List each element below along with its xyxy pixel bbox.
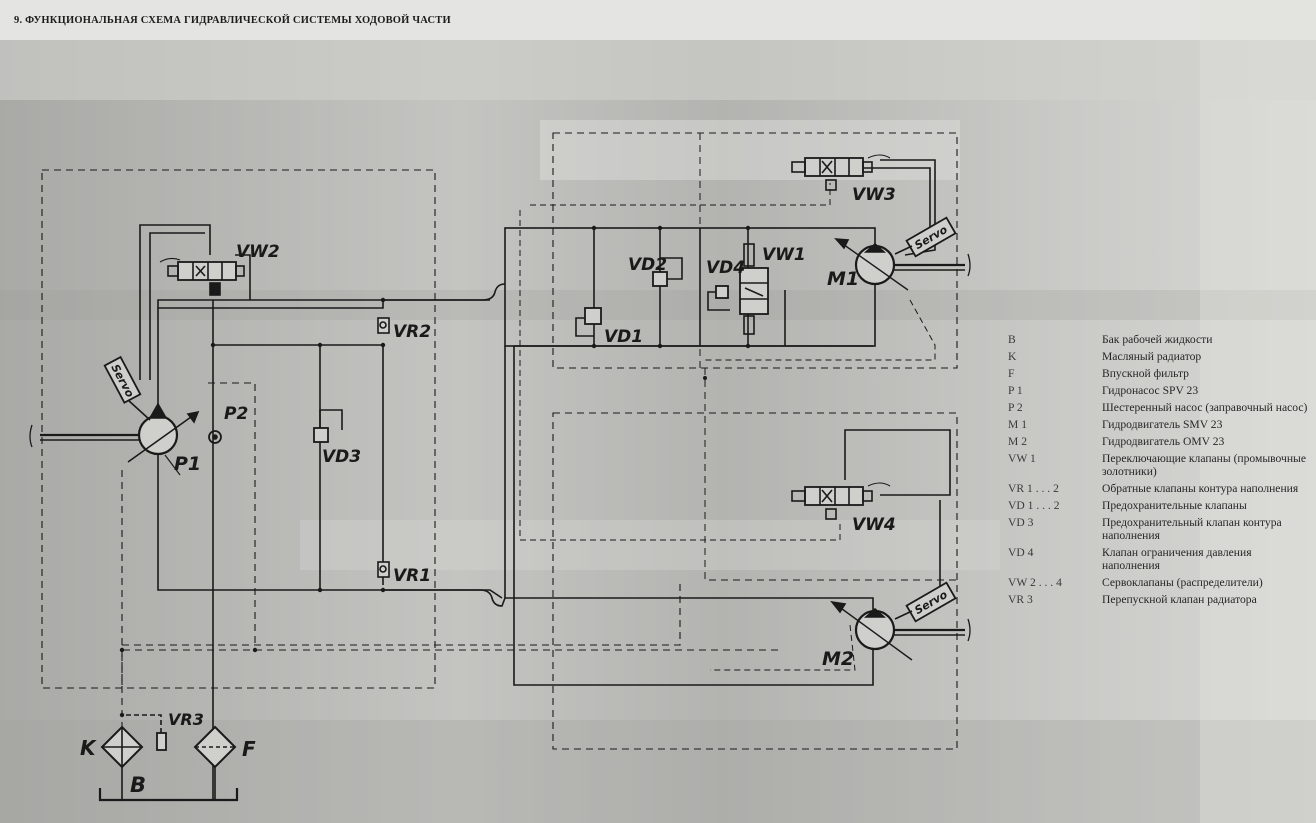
- legend-code: VW 2 . . . 4: [1008, 576, 1062, 589]
- servo-m2: [905, 581, 957, 623]
- legend-description: Гидронасос SPV 23: [1102, 384, 1199, 397]
- label-vw4: VW4: [852, 515, 896, 535]
- legend-code: VD 1 . . . 2: [1008, 499, 1060, 512]
- legend-description: Сервоклапаны (распределители): [1102, 576, 1263, 589]
- legend-description: Шестеренный насос (заправочный насос): [1102, 401, 1308, 414]
- legend-row: VW 1 Переключающие клапаны (промывочные з…: [1008, 452, 1308, 478]
- tank-b-symbol: [98, 767, 239, 802]
- label-vw1: VW1: [762, 245, 806, 265]
- valve-vw3-symbol: [791, 154, 891, 191]
- legend-description: Обратные клапаны контура наполнения: [1102, 482, 1299, 495]
- servo-p1: [103, 355, 142, 404]
- legend-code: P 2: [1008, 401, 1023, 414]
- label-p2: P2: [224, 404, 248, 424]
- legend-description: Предохранительный клапан контура наполне…: [1102, 516, 1282, 542]
- legend-row: M 1 Гидродвигатель SMV 23: [1008, 418, 1308, 431]
- legend-row: VW 2 . . . 4 Сервоклапаны (распределители…: [1008, 576, 1308, 589]
- check-valve-vr2: [377, 317, 390, 334]
- label-vd2: VD2: [628, 255, 667, 275]
- label-b: B: [130, 773, 146, 797]
- motor-m2-boundary: [552, 412, 958, 750]
- legend-row: B Бак рабочей жидкости: [1008, 333, 1308, 346]
- legend-code: VW 1: [1008, 452, 1036, 465]
- legend-code: VD 4: [1008, 546, 1034, 559]
- legend-description: Клапан ограничения давления наполнения: [1102, 546, 1252, 572]
- cooler-k-symbol: [100, 725, 144, 769]
- bypass-valve-vr3: [122, 714, 167, 751]
- relief-valve-vd1: [575, 307, 602, 337]
- page-title: 9. ФУНКЦИОНАЛЬНАЯ СХЕМА ГИДРАВЛИЧЕСКОЙ С…: [14, 15, 451, 26]
- legend-description: Предохранительные клапаны: [1102, 499, 1247, 512]
- legend-row: P 1 Гидронасос SPV 23: [1008, 384, 1308, 397]
- legend-description: Бак рабочей жидкости: [1102, 333, 1213, 346]
- legend-description: Гидродвигатель OMV 23: [1102, 435, 1225, 448]
- legend-code: B: [1008, 333, 1016, 346]
- motor-m2-symbol: [830, 600, 971, 661]
- check-valve-vr1: [377, 561, 390, 578]
- legend-code: F: [1008, 367, 1015, 380]
- legend-code: K: [1008, 350, 1017, 363]
- label-k: K: [80, 736, 97, 760]
- pump-unit-boundary: [41, 169, 436, 689]
- legend-row: VD 3 Предохранительный клапан контура нап…: [1008, 516, 1308, 542]
- legend-row: VD 1 . . . 2 Предохранительные клапаны: [1008, 499, 1308, 512]
- label-vr2: VR2: [393, 322, 431, 342]
- label-m1: M1: [827, 268, 859, 290]
- legend-row: VR 3 Перепускной клапан радиатора: [1008, 593, 1308, 606]
- label-vr1: VR1: [393, 566, 431, 586]
- label-p1: P1: [174, 453, 201, 475]
- filter-f-symbol: [193, 725, 237, 769]
- label-vd1: VD1: [604, 327, 643, 347]
- pump-p1-symbol: [29, 402, 200, 476]
- label-vd3: VD3: [322, 447, 361, 467]
- motor-m1-symbol: [834, 238, 971, 291]
- servo-m1: [905, 216, 957, 258]
- legend-description: Переключающие клапаны (промывочные золот…: [1102, 452, 1306, 478]
- label-vr3: VR3: [168, 710, 204, 729]
- legend-description: Масляный радиатор: [1102, 350, 1202, 363]
- legend-code: M 2: [1008, 435, 1028, 448]
- legend-row: F Впускной фильтр: [1008, 367, 1308, 380]
- motor-m1-boundary: [552, 132, 958, 369]
- valve-vw4-symbol: [791, 482, 891, 520]
- label-vd4: VD4: [706, 258, 745, 278]
- legend-row: M 2 Гидродвигатель OMV 23: [1008, 435, 1308, 448]
- legend-code: P 1: [1008, 384, 1023, 397]
- legend-row: VR 1 . . . 2 Обратные клапаны контура нап…: [1008, 482, 1308, 495]
- legend-description: Перепускной клапан радиатора: [1102, 593, 1257, 606]
- relief-valve-vd4: [707, 285, 730, 311]
- legend-row: VD 4 Клапан ограничения давления наполнен…: [1008, 546, 1308, 572]
- pump-p2-symbol: [208, 430, 222, 444]
- legend-code: VR 3: [1008, 593, 1033, 606]
- legend-code: M 1: [1008, 418, 1028, 431]
- label-vw2: VW2: [236, 242, 280, 262]
- legend-code: VR 1 . . . 2: [1008, 482, 1059, 495]
- valve-vw2-symbol: [159, 257, 245, 296]
- legend-row: P 2 Шестеренный насос (заправочный насос): [1008, 401, 1308, 414]
- relief-valve-vd2: [652, 257, 683, 287]
- label-vw3: VW3: [852, 185, 896, 205]
- legend-description: Впускной фильтр: [1102, 367, 1189, 380]
- relief-valve-vd3: [313, 409, 343, 443]
- legend-code: VD 3: [1008, 516, 1034, 529]
- legend-row: K Масляный радиатор: [1008, 350, 1308, 363]
- legend-description: Гидродвигатель SMV 23: [1102, 418, 1223, 431]
- label-f: F: [242, 737, 256, 761]
- shuttle-valve-vw1: [739, 243, 769, 335]
- label-m2: M2: [822, 648, 854, 670]
